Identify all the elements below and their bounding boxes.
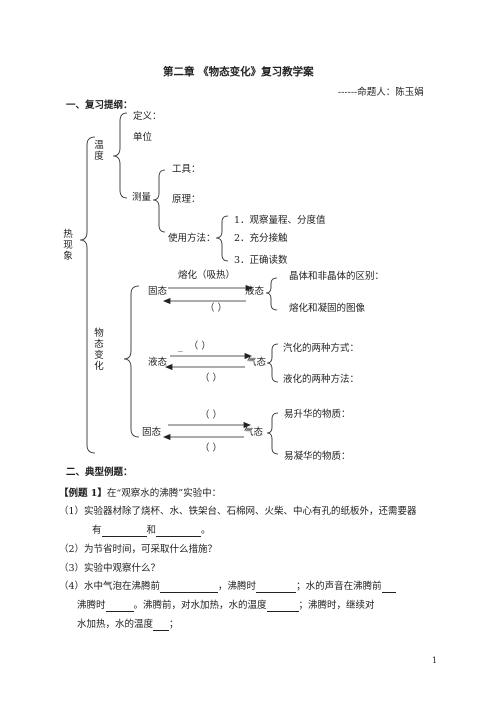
section-1-heading: 一、复习提纲：	[66, 100, 133, 111]
unit-label: 单位	[133, 132, 153, 143]
root-label-thermal-phenomena: 热现象	[63, 229, 73, 262]
question-1-line-1: （1）实验器材除了烧杯、水、铁架台、石棉网、火柴、中心有孔的纸板外，还需要器	[59, 506, 417, 517]
crystal-difference: 晶体和非晶体的区别：	[289, 271, 385, 282]
usage-step-2: 2．充分接触	[234, 233, 288, 244]
answer-blank[interactable]	[266, 601, 299, 612]
melting-label: 熔化（吸热）	[178, 270, 236, 281]
author-line: ------命题人：陈玉娟	[338, 87, 424, 98]
answer-blank[interactable]	[381, 582, 396, 593]
usage-label: 使用方法：	[168, 233, 216, 244]
liquid-label-1: 液态	[245, 286, 265, 297]
tool-label: 工具：	[172, 164, 201, 175]
solid-label-2: 固态	[142, 427, 162, 438]
measure-label: 测量	[132, 192, 152, 203]
answer-blank[interactable]	[105, 601, 134, 612]
question-4-line-2: 沸腾时。沸腾前，对水加热，水的温度；沸腾时，继续对	[77, 600, 375, 612]
blank-paren-sublimate: （ ）	[200, 410, 223, 421]
page-number: 1	[432, 656, 438, 665]
question-4-line-1: （4）水中气泡在沸腾前，沸腾时；水的声音在沸腾前	[59, 581, 396, 593]
solid-label-1: 固态	[148, 286, 168, 297]
usage-step-1: 1．观察量程、分度值	[234, 215, 326, 226]
principle-label: 原理：	[172, 194, 201, 205]
blank-paren-vaporize: _ （ ）	[178, 341, 211, 352]
question-1-line-2: 有和。	[92, 525, 211, 537]
sublimation-substances: 易升华的物质：	[284, 409, 351, 420]
state-change-label: 物态变化	[94, 328, 104, 372]
answer-blank[interactable]	[160, 582, 219, 593]
question-4-line-3: 水加热，水的温度；	[77, 619, 179, 631]
blank-paren-desublimate: （ ）	[200, 443, 223, 454]
question-2: （2）为节省时间，可采取什么措施？	[59, 544, 218, 555]
vaporization-ways: 汽化的两种方式：	[283, 343, 360, 354]
gas-label-1: 气态	[247, 357, 267, 368]
blank-paren-liquefy: （ ）	[200, 373, 223, 384]
gas-label-2: 气态	[244, 427, 264, 438]
liquefaction-methods: 液化的两种方法：	[283, 374, 360, 385]
desublimation-substances: 易凝华的物质：	[284, 451, 351, 462]
question-3: （3）实验中观察什么？	[59, 563, 161, 574]
page-title: 第二章 《物态变化》复习教学案	[163, 66, 314, 78]
answer-blank[interactable]	[156, 526, 202, 537]
blank-paren-freeze: （ ）	[205, 303, 228, 314]
usage-step-3: 3．正确读数	[234, 255, 288, 266]
melting-graph: 熔化和凝固的图像	[289, 303, 366, 314]
section-2-heading: 二、典型例题：	[66, 467, 133, 478]
liquid-label-2: 液态	[148, 357, 168, 368]
example-tag: 【例题 1】	[59, 488, 107, 499]
answer-blank[interactable]	[153, 620, 170, 631]
answer-blank[interactable]	[101, 526, 147, 537]
temperature-label: 温度	[94, 140, 104, 162]
example-1-intro: 【例题 1】在“观察水的沸腾”实验中：	[59, 488, 222, 499]
answer-blank[interactable]	[256, 582, 297, 593]
definition-label: 定义：	[133, 111, 162, 122]
